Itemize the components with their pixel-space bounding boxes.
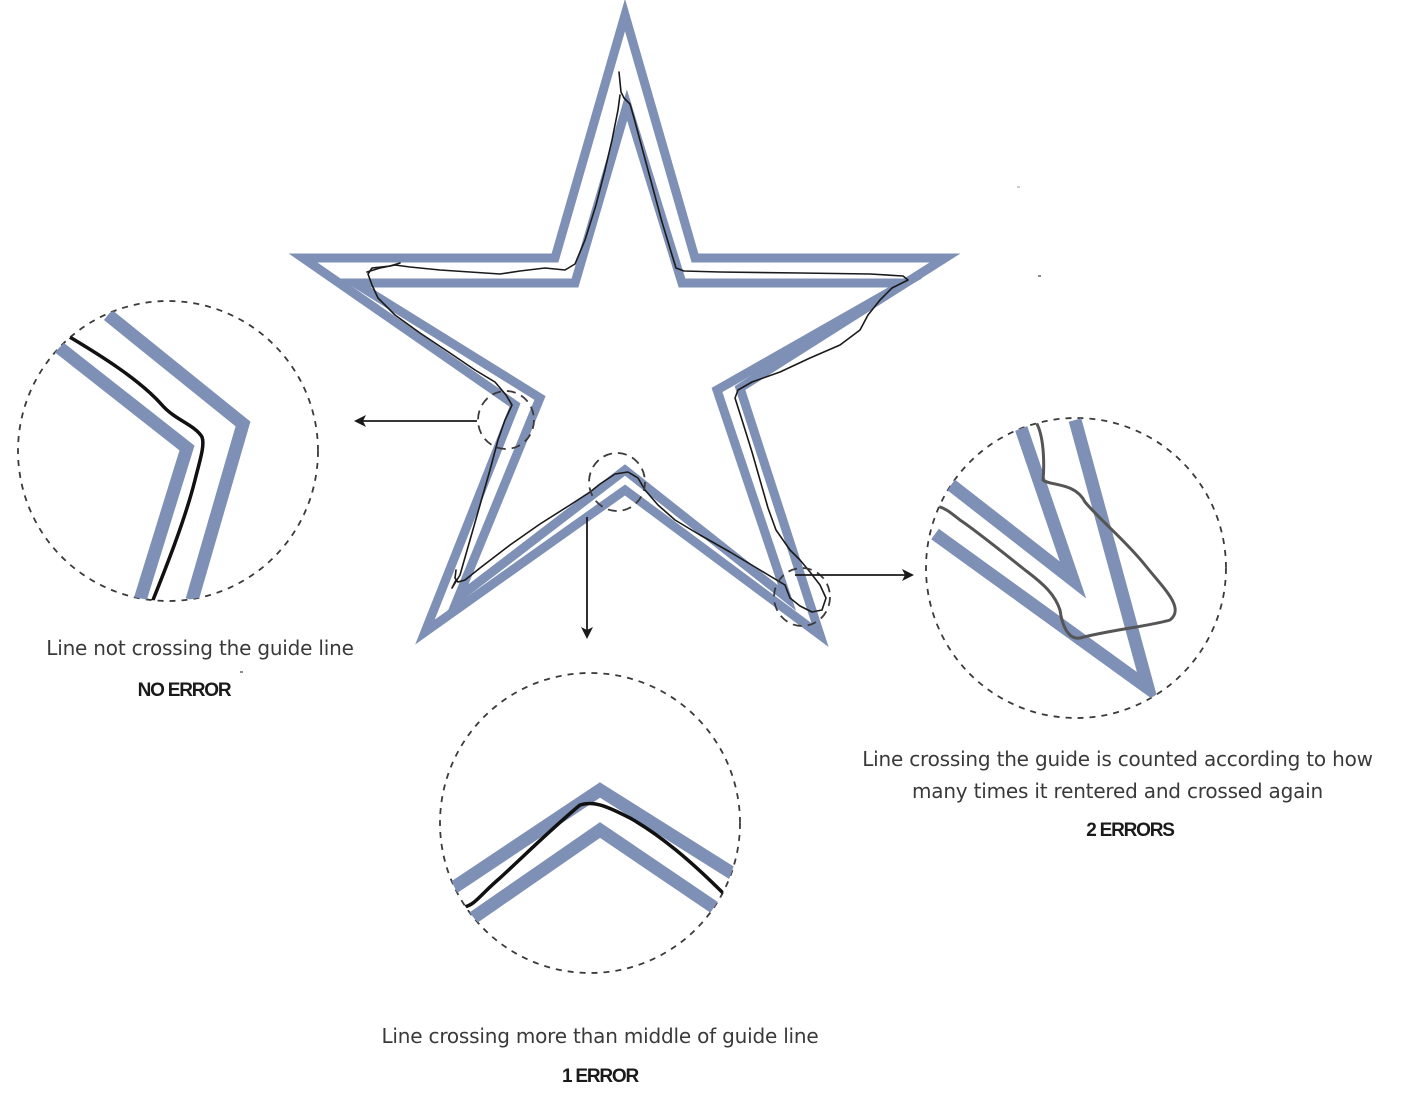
marker-circle-bottom [588, 452, 646, 512]
outer-guide-line [288, 0, 961, 648]
inner-guide-line [339, 89, 923, 612]
caption-two-errors-line1: Line crossing the guide is counted accor… [862, 747, 1373, 771]
caption-two-errors-line2: many times it rentered and crossed again [911, 779, 1323, 803]
caption-one-error: Line crossing more than middle of guide … [381, 1024, 819, 1048]
zoom-inner-guide [466, 822, 722, 926]
callout-one-error [439, 672, 741, 974]
arrows [354, 415, 914, 639]
star-guide [288, 0, 961, 648]
traced-line [367, 71, 909, 613]
zoom-outer-guide [103, 309, 251, 601]
zoom-traced-line [935, 422, 1177, 640]
verdict-no-error: NO ERROR [137, 680, 232, 701]
zoom-traced-line [66, 334, 205, 601]
zoom-inner-guide [946, 422, 1087, 599]
callout-no-error [17, 300, 319, 602]
callout-circle-two-errors [925, 417, 1227, 719]
callout-two-errors [925, 417, 1227, 719]
star-markers [477, 390, 831, 627]
zoom-outer-guide [449, 782, 739, 894]
stray-mark [1038, 275, 1041, 277]
traced-line-top-segment [366, 94, 621, 275]
caption-no-error: Line not crossing the guide line [46, 636, 354, 660]
zoom-outer-guide [931, 418, 1160, 705]
marker-circle-left [477, 390, 535, 450]
verdict-one-error: 1 ERROR [561, 1066, 639, 1087]
stray-mark [240, 671, 243, 673]
zoom-traced-line [462, 801, 727, 909]
callout-circle-one-error [439, 672, 741, 974]
marker-circle-right [773, 567, 831, 627]
verdict-two-errors: 2 ERRORS [1086, 820, 1175, 841]
stray-mark [1017, 186, 1020, 188]
zoom-inner-guide [51, 339, 195, 601]
